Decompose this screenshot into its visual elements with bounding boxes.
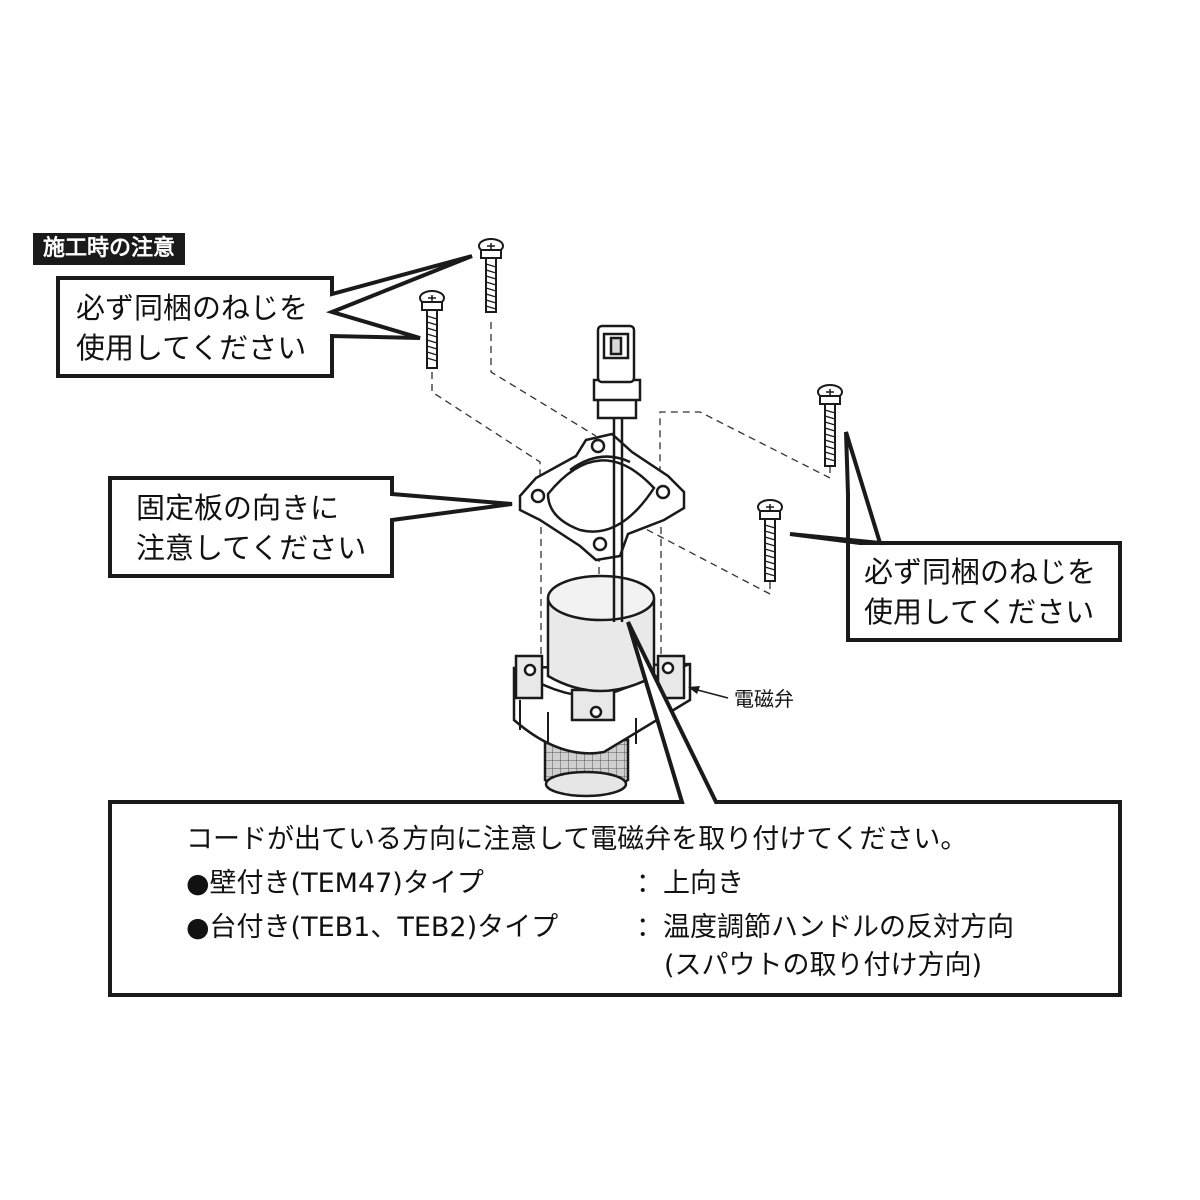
note-line1: コードが出ている方向に注意して電磁弁を取り付けてください。 [186,824,968,855]
screw-mid-left [419,290,445,369]
note-deck-type-value2: (スパウトの取り付け方向) [664,950,983,981]
callout-screws-right-text: 必ず同梱のねじを 使用してください [864,552,1096,632]
note-box [108,621,1122,997]
callout-box-fixing-plate [108,476,513,578]
callout-screws-right-line2: 使用してください [864,595,1095,629]
note-deck-type-label: ●台付き(TEB1、TEB2)タイプ [186,912,559,943]
callout-fixing-plate-text: 固定板の向きに 注意してください [136,488,366,568]
callout-screws-right-line1: 必ず同梱のねじを [864,555,1097,589]
note-wall-type-label: ●壁付き(TEM47)タイプ [186,868,484,899]
solenoid-valve-label: 電磁弁 [734,687,794,711]
solenoid-valve [512,574,692,798]
note-wall-type-value: ：上向き [636,868,744,899]
callout-box-screws-right [789,431,1122,642]
callout-screws-left-text: 必ず同梱のねじを 使用してください [76,288,308,368]
screw-bottom-right [757,499,783,582]
note-deck-type-value: ：温度調節ハンドルの反対方向 [636,912,1014,943]
callout-box-screws-left [56,254,473,378]
callout-fixing-plate-line1: 固定板の向きに [136,491,340,525]
callout-screws-left-line2: 使用してください [76,331,307,365]
callout-fixing-plate-line2: 注意してください [136,531,367,565]
screw-top-right [817,384,843,467]
section-title: 施工時の注意 [33,233,186,265]
part-label-leader [688,686,729,699]
fixing-plate [518,432,686,562]
connector-cord [592,324,642,622]
screw-top-left [478,238,504,313]
callout-screws-left-line1: 必ず同梱のねじを [76,291,309,325]
